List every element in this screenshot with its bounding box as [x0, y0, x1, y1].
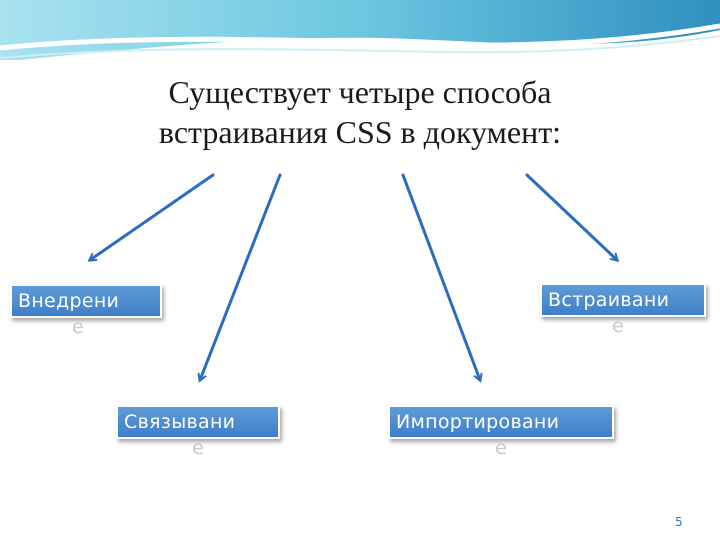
- arrow-to-import: [403, 175, 480, 380]
- arrow-to-inline: [527, 175, 617, 260]
- method-label-linking: Связывани: [124, 411, 235, 433]
- method-label-importing-overflow: е: [390, 433, 612, 463]
- method-label-linking-overflow: е: [118, 433, 278, 463]
- page-number: 5: [675, 515, 683, 529]
- method-box-linking: Связывани е: [116, 405, 280, 439]
- method-label-importing: Импортировани: [396, 411, 559, 433]
- method-label-embedding: Внедрени: [18, 290, 119, 312]
- method-box-inline: Встраивани е: [540, 283, 706, 317]
- arrow-to-link: [200, 175, 280, 380]
- method-box-embedding: Внедрени е: [10, 284, 162, 318]
- method-label-embedding-overflow: е: [72, 312, 220, 342]
- method-box-importing: Импортировани е: [388, 405, 614, 439]
- arrow-to-embed: [90, 175, 213, 260]
- method-label-inline-overflow: е: [612, 311, 720, 341]
- method-label-inline: Встраивани: [548, 289, 669, 311]
